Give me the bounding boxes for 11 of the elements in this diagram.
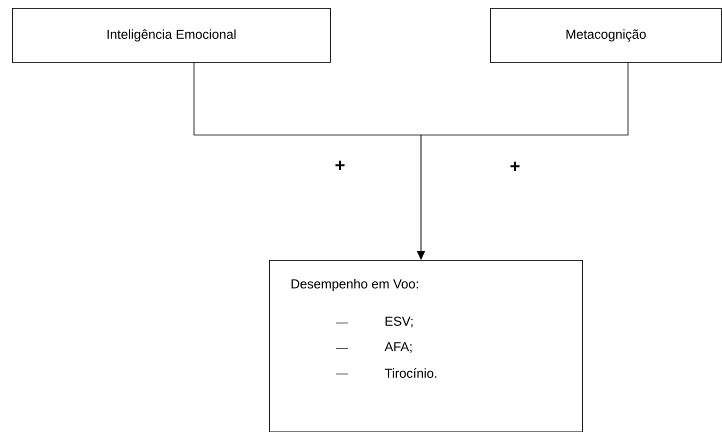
plus-sign: + <box>510 162 520 171</box>
box-label: Inteligência Emocional <box>108 29 236 42</box>
box-label: Metacognição <box>566 29 646 42</box>
box-heading: Desempenho em Voo: <box>292 278 418 292</box>
list-item: Tirocínio. <box>336 368 436 378</box>
process-box <box>12 8 331 63</box>
plus-sign: + <box>336 160 345 170</box>
process-box <box>490 8 722 63</box>
list-item: AFA; <box>336 342 412 353</box>
list-item: ESV; <box>336 316 413 328</box>
process-box <box>269 260 583 432</box>
